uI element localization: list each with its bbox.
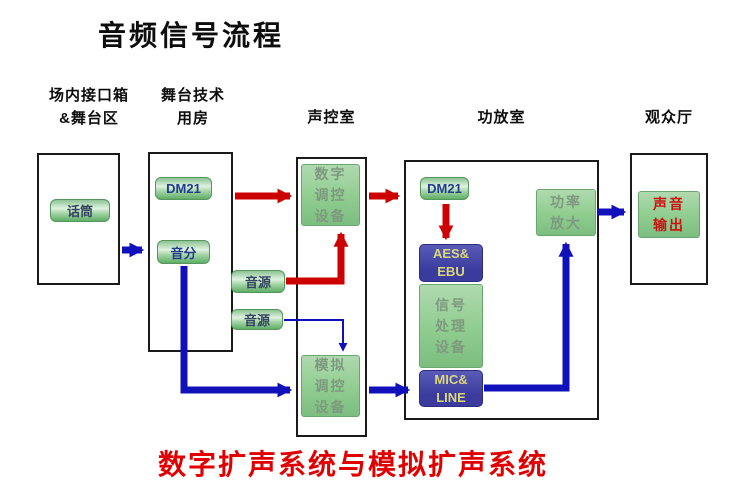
section-label-stage-area: 场内接口箱 &舞台区 bbox=[48, 87, 129, 128]
node-mic-line: MIC& LINE bbox=[419, 370, 483, 407]
node-digital-control-equipment: 数字 调控 设备 bbox=[301, 164, 360, 226]
node-signal-processing-equipment: 信号 处理 设备 bbox=[419, 284, 483, 368]
node-audio-source-2: 音源 bbox=[231, 309, 283, 330]
section-label-stage-tech-room: 舞台技术 用房 bbox=[160, 87, 225, 128]
node-audio-splitter: 音分 bbox=[157, 240, 210, 264]
section-label-sound-control-room: 声控室 bbox=[307, 109, 356, 126]
section-label-audience-hall: 观众厅 bbox=[644, 109, 693, 126]
node-dm21-amp: DM21 bbox=[420, 177, 469, 200]
slide-title: 音频信号流程 bbox=[98, 20, 285, 51]
node-dm21-stage: DM21 bbox=[155, 177, 212, 200]
node-audio-source-1: 音源 bbox=[231, 270, 285, 293]
node-analog-control-equipment: 模拟 调控 设备 bbox=[301, 355, 360, 417]
node-sound-output: 声音 输出 bbox=[638, 191, 700, 238]
node-aes-ebu: AES& EBU bbox=[419, 244, 483, 282]
node-microphone: 话筒 bbox=[50, 199, 110, 222]
section-label-amplifier-room: 功放室 bbox=[477, 109, 526, 126]
node-power-amplifier: 功率 放大 bbox=[536, 189, 596, 236]
slide-subtitle: 数字扩声系统与模拟扩声系统 bbox=[158, 449, 549, 480]
